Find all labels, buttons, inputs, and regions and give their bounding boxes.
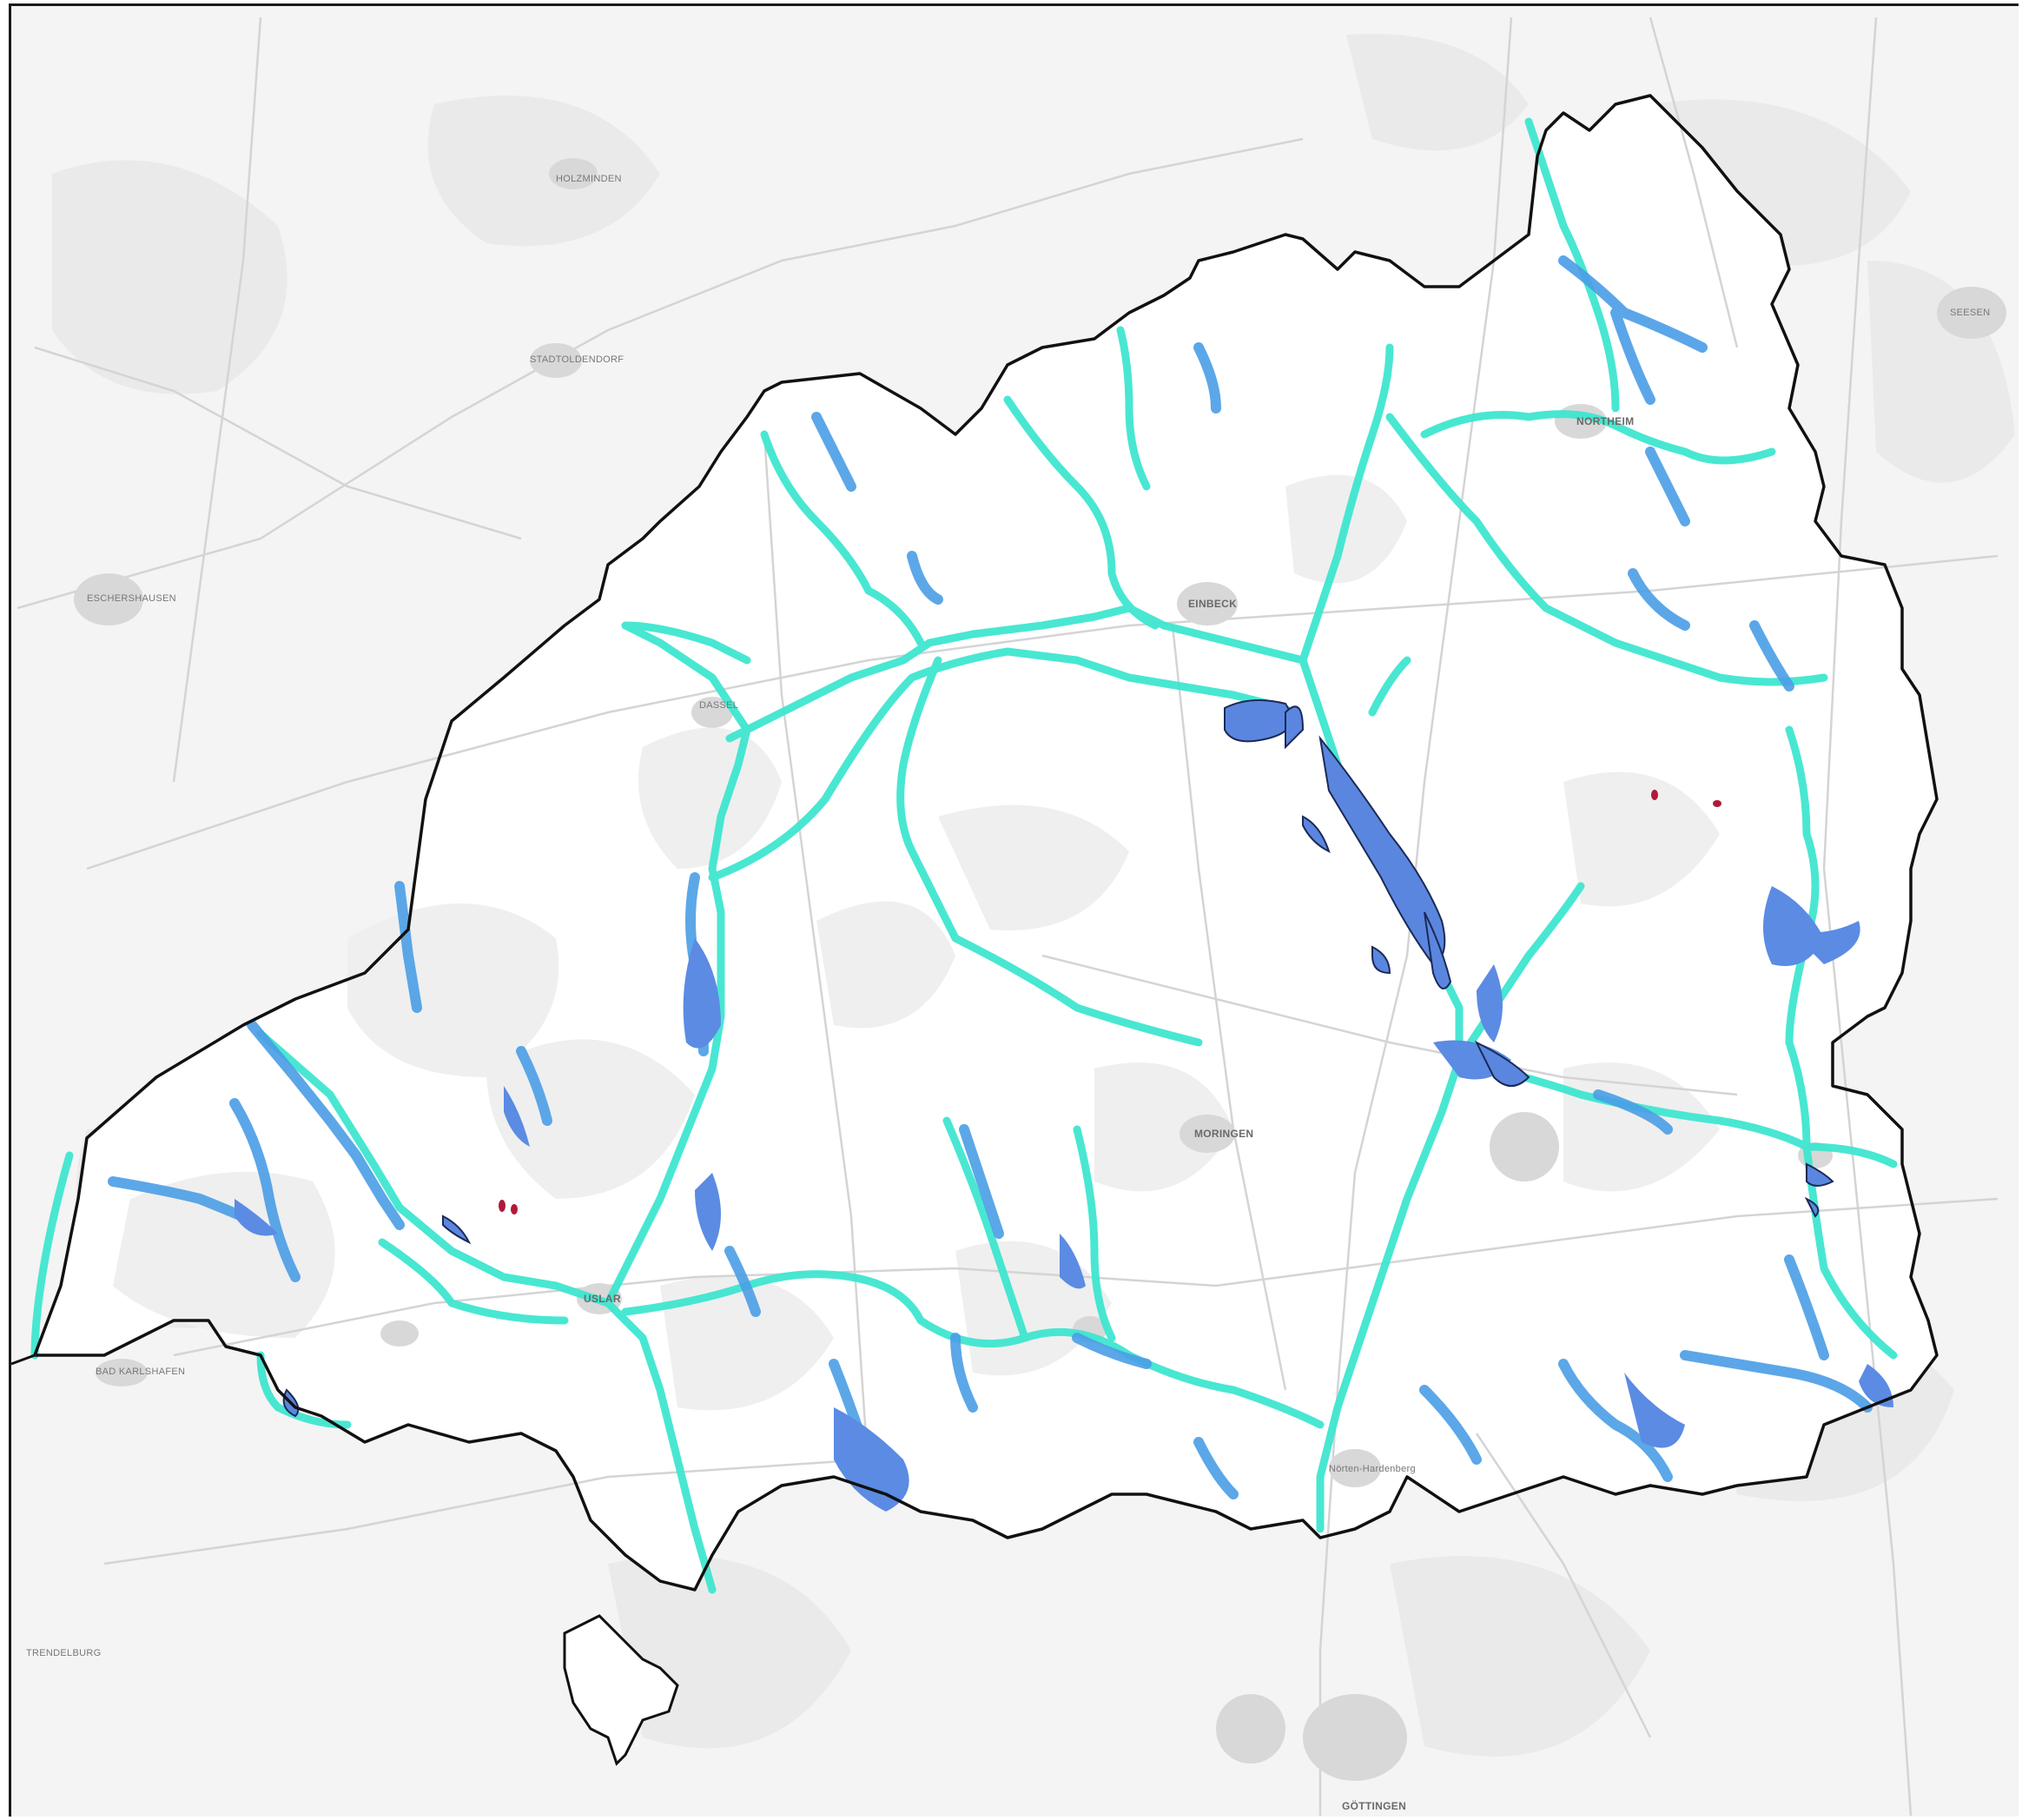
- place-label-trendelburg: TRENDELBURG: [26, 1648, 102, 1658]
- place-label-northeim: NORTHEIM: [1576, 415, 1635, 427]
- point-markers: [499, 790, 1721, 1214]
- place-label-noerten: Nörten-Hardenberg: [1329, 1464, 1416, 1474]
- place-label-einbeck: EINBECK: [1188, 598, 1238, 610]
- place-label-seesen: SEESEN: [1950, 308, 1991, 318]
- floodplain-blue: [108, 255, 1873, 1499]
- floodplain-patches: [235, 886, 1893, 1512]
- place-label-stadtoldendorf: STADTOLDENDORF: [530, 354, 624, 365]
- place-label-moringen: MORINGEN: [1194, 1128, 1254, 1140]
- district-boundary: [33, 94, 1939, 1592]
- district-exclave: [563, 1614, 679, 1766]
- district-boundary-west: [10, 1353, 36, 1366]
- place-label-uslar: USLAR: [584, 1293, 621, 1305]
- place-label-dassel: DASSEL: [699, 700, 739, 711]
- retention-areas: [282, 699, 1834, 1418]
- place-label-eschershausen: ESCHERSHAUSEN: [87, 593, 176, 604]
- place-label-goettingen: GÖTTINGEN: [1342, 1800, 1407, 1812]
- place-label-holzminden: HOLZMINDEN: [556, 174, 622, 184]
- road-network: [17, 17, 1999, 1817]
- place-label-bad-karlshafen: BAD KARLSHAFEN: [96, 1367, 186, 1377]
